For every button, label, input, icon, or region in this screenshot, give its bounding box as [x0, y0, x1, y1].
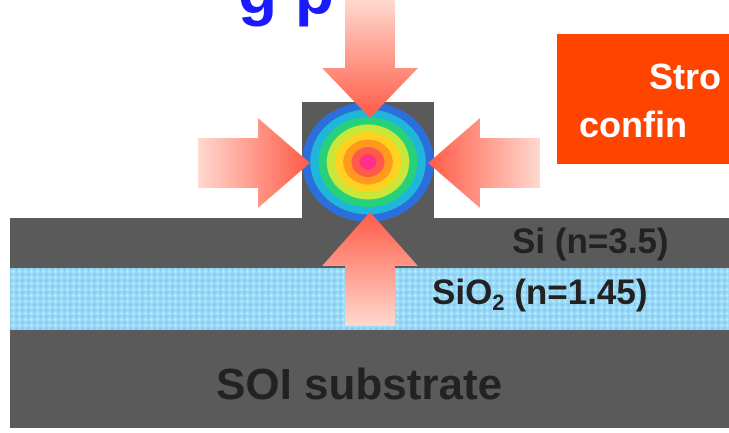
confinement-callout: Stro confin — [557, 34, 729, 164]
confinement-arrows — [198, 0, 540, 326]
callout-line-1: Stro — [649, 56, 721, 97]
title-fragment: g p — [238, 0, 334, 28]
arrow-down-icon — [322, 0, 418, 118]
sio2-label-suffix: (n=1.45) — [504, 273, 648, 312]
sio2-label-prefix: SiO — [432, 273, 493, 312]
mode-ring-7 — [359, 154, 377, 170]
soi-substrate-layer — [10, 330, 729, 428]
optical-mode-profile — [302, 102, 434, 222]
si-layer-label: Si (n=3.5) — [512, 222, 669, 261]
arrow-up-icon — [322, 212, 418, 326]
callout-box — [557, 34, 729, 164]
substrate-label: SOI substrate — [216, 360, 503, 409]
sio2-label-subscript: 2 — [492, 290, 505, 315]
callout-line-2: confin — [579, 104, 687, 145]
sio2-layer-label: SiO2 (n=1.45) — [432, 273, 648, 316]
arrow-left-icon — [428, 118, 540, 208]
arrow-right-icon — [198, 118, 310, 208]
